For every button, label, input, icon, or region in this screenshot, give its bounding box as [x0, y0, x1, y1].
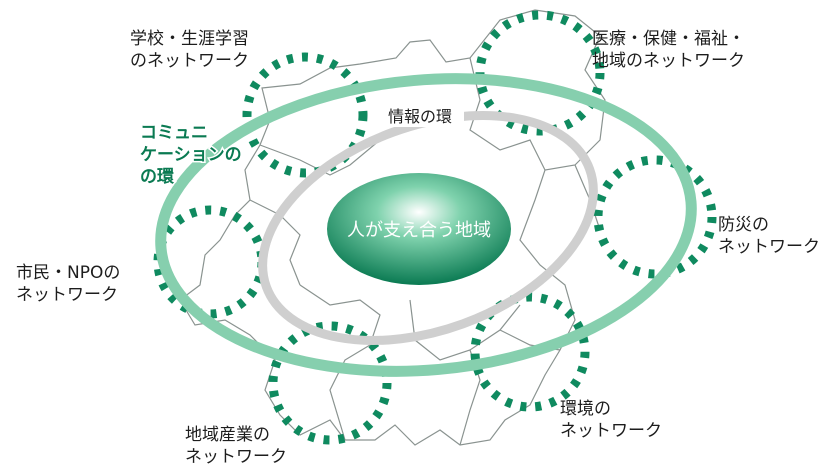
svg-text:学校・生涯学習: 学校・生涯学習 — [130, 29, 249, 49]
svg-text:の環: の環 — [140, 167, 175, 187]
disaster-network-label: 防災の ネットワーク — [718, 215, 820, 257]
svg-text:ネットワーク: ネットワーク — [16, 285, 118, 305]
svg-text:防災の: 防災の — [718, 215, 769, 235]
communication-ring-label: コミュニ ケーションの の環 — [139, 122, 244, 189]
medical-network-label: 医療・保健・福祉・ 地域のネットワーク — [592, 29, 745, 71]
environment-network-circle — [470, 292, 590, 412]
svg-text:市民・NPOの: 市民・NPOの — [16, 263, 120, 283]
environment-network-label: 環境の ネットワーク — [560, 399, 662, 441]
citizen-network-circle — [153, 205, 267, 319]
svg-text:地域のネットワーク: 地域のネットワーク — [592, 51, 745, 71]
svg-text:地域産業の: 地域産業の — [185, 425, 270, 445]
svg-text:医療・保健・福祉・: 医療・保健・福祉・ — [592, 29, 745, 49]
svg-text:環境の: 環境の — [560, 399, 611, 419]
industry-network-label: 地域産業の ネットワーク — [185, 425, 287, 467]
info-ring-label-bg — [376, 105, 464, 127]
svg-text:コミュニ: コミュニ — [140, 123, 208, 143]
information-ring — [258, 111, 598, 345]
svg-text:のネットワーク: のネットワーク — [130, 51, 249, 71]
svg-text:ケーションの: ケーションの — [140, 145, 242, 165]
industry-network-circle — [268, 321, 392, 445]
citizen-network-label: 市民・NPOの ネットワーク — [16, 263, 120, 305]
communication-ring — [155, 73, 697, 377]
center-ellipse — [327, 173, 511, 285]
svg-text:ネットワーク: ネットワーク — [718, 237, 820, 257]
school-network-circle — [242, 52, 368, 178]
center-label: 人が支え合う地域 — [347, 220, 491, 241]
disaster-network-circle — [593, 155, 717, 279]
svg-text:ネットワーク: ネットワーク — [560, 421, 662, 441]
info-ring-label: 情報の環 — [388, 107, 452, 126]
medical-network-circle — [475, 10, 605, 136]
school-network-label: 学校・生涯学習 のネットワーク — [130, 29, 249, 71]
svg-text:ネットワーク: ネットワーク — [185, 447, 287, 466]
